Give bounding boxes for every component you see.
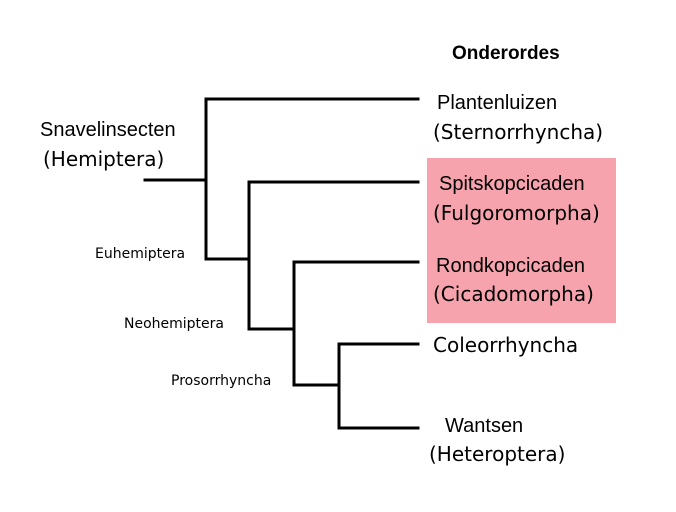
highlight-box-cicadas xyxy=(427,158,616,323)
clade-prosorrhyncha: Prosorrhyncha xyxy=(171,373,272,389)
clade-neohemiptera: Neohemiptera xyxy=(124,316,224,332)
leaf-latin-fulgoromorpha: (Fulgoromorpha) xyxy=(433,201,600,225)
root-name: Snavelinsecten xyxy=(40,119,176,141)
leaf-name-sternorrhyncha: Plantenluizen xyxy=(437,92,558,114)
leaf-name-fulgoromorpha: Spitskopcicaden xyxy=(439,173,585,195)
clade-euhemiptera: Euhemiptera xyxy=(95,246,186,262)
root-latin: (Hemiptera) xyxy=(43,147,165,171)
leaf-name-coleorrhyncha: Coleorrhyncha xyxy=(433,333,579,357)
suborders-heading: Onderordes xyxy=(452,43,560,64)
leaf-name-heteroptera: Wantsen xyxy=(445,415,524,437)
leaf-latin-cicadomorpha: (Cicadomorpha) xyxy=(433,282,594,306)
leaf-latin-sternorrhyncha: (Sternorrhyncha) xyxy=(433,120,604,144)
leaf-latin-heteroptera: (Heteroptera) xyxy=(429,442,566,466)
leaf-name-cicadomorpha: Rondkopcicaden xyxy=(436,255,585,277)
